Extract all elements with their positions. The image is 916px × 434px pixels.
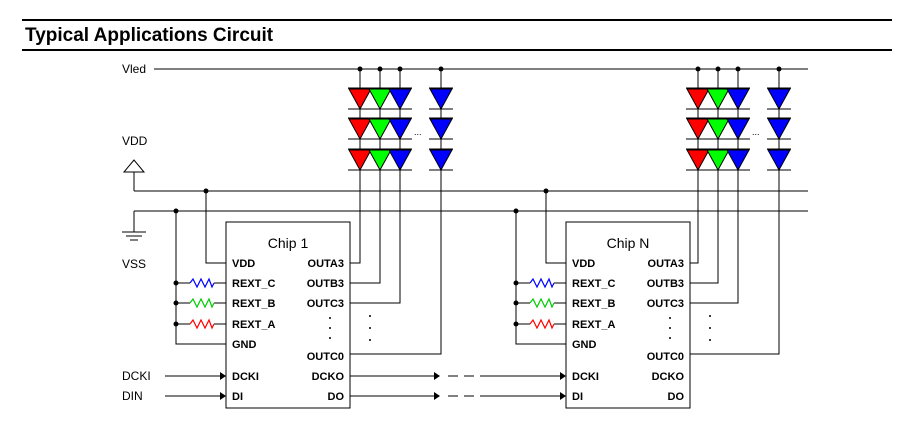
chip-1-led-column-2: [368, 69, 392, 172]
dcki-input-label: DCKI: [122, 369, 151, 383]
chip-n-led-red-1: [686, 87, 710, 111]
chip-n-pin-rext-a: REXT_A: [572, 319, 615, 331]
chip-1-pin-rext-a: REXT_A: [232, 319, 275, 331]
chip-n-pin-outa3: OUTA3: [648, 258, 684, 270]
led-ellipsis-chip-n: ...: [752, 127, 760, 137]
chip-n-pin-do: DO: [668, 391, 685, 403]
chip-n: Chip N VDD REXT_C REXT_B REXT_A GND DCKI…: [565, 221, 691, 409]
chip-n-led-column-3: [726, 69, 750, 172]
chip-1-pin-vdd: VDD: [232, 258, 255, 270]
chip-1-pin-outb3: OUTB3: [307, 278, 344, 290]
led-arrays: [348, 69, 791, 172]
chip-n-led-green-2: [706, 117, 730, 141]
chip-1-inner-dots: [329, 317, 331, 339]
chip-n-pin-dcki: DCKI: [572, 371, 599, 383]
chip-1-led-column-1: [348, 69, 372, 172]
din-input-arrow: [220, 392, 226, 400]
chip-n-led-blue-3: [726, 148, 750, 172]
chip-n-led-column-2: [706, 69, 730, 172]
chip-1-junctions: [173, 66, 444, 327]
chip-n-body: [565, 221, 691, 409]
chip-1-pin-rext-b: REXT_B: [232, 298, 275, 310]
chip-1-body: [225, 221, 351, 409]
chip-n-pin-rext-c: REXT_C: [572, 278, 615, 290]
dcki-input-arrow: [220, 372, 226, 380]
chip-1-led-column-4: [429, 69, 453, 172]
chip-n-led-blue-2: [726, 117, 750, 141]
chip-1-led-red-3: [348, 148, 372, 172]
chip-n-pin-di: DI: [572, 391, 583, 403]
chip-1-led-green-1: [368, 87, 392, 111]
chip-1-pin-dcki: DCKI: [232, 371, 259, 383]
chip-n-resistors: [529, 277, 555, 330]
chip-1-wiring: [175, 170, 442, 355]
chip-1-led-blue-2: [388, 117, 412, 141]
chip-1-pin-gnd: GND: [232, 339, 257, 351]
chip-n-led-blue-1: [767, 87, 791, 111]
din-input-label: DIN: [122, 389, 143, 403]
chip-n-led-blue-3: [767, 148, 791, 172]
chip-1-led-red-2: [348, 117, 372, 141]
chip-1-led-red-1: [348, 87, 372, 111]
chip-1: Chip 1 VDD REXT_C REXT_B REXT_A GND DCKI…: [225, 221, 351, 409]
chip-n-led-column-1: [686, 69, 710, 172]
chip-n-pin-dcko: DCKO: [652, 371, 685, 383]
ground-symbol: [122, 231, 146, 241]
chip-1-led-blue-2: [429, 117, 453, 141]
chip-n-led-green-3: [706, 148, 730, 172]
chip-n-title: Chip N: [607, 235, 650, 251]
vled-label: Vled: [122, 62, 146, 76]
chip-1-led-green-2: [368, 117, 392, 141]
chip-n-led-green-1: [706, 87, 730, 111]
chip-n-pin-gnd: GND: [572, 339, 597, 351]
chip-1-pin-dcko: DCKO: [312, 371, 345, 383]
chip-1-led-blue-1: [388, 87, 412, 111]
section-title: Typical Applications Circuit: [25, 25, 274, 46]
led-ellipsis-chip-1: ...: [414, 127, 422, 137]
chip-1-pin-rext-c: REXT_C: [232, 278, 275, 290]
chip-1-led-blue-1: [429, 87, 453, 111]
chip-n-led-red-2: [686, 117, 710, 141]
vdd-label: VDD: [122, 134, 148, 148]
chip-n-pin-rext-b: REXT_B: [572, 298, 615, 310]
vss-label: VSS: [122, 257, 146, 271]
header-bottom-rule: [22, 49, 892, 51]
chip-1-led-blue-3: [429, 148, 453, 172]
chip-chain-do-arrow-1: [434, 392, 440, 400]
chip-n-led-blue-1: [726, 87, 750, 111]
chip-1-external-dots: [369, 315, 371, 341]
chip-1-pin-outc0: OUTC0: [307, 351, 344, 363]
chip-n-pin-outc3: OUTC3: [647, 298, 684, 310]
chip-chain-dcko-arrow-1: [434, 372, 440, 380]
chip-n-led-blue-2: [767, 117, 791, 141]
chip-n-pin-outc0: OUTC0: [647, 351, 684, 363]
chip-1-title: Chip 1: [268, 235, 309, 251]
chip-1-pin-do: DO: [328, 391, 345, 403]
chip-1-led-column-3: [388, 69, 412, 172]
chip-n-external-dots: [709, 315, 711, 341]
chip-chain-dcko-arrow-2: [560, 372, 566, 380]
chip-1-led-green-3: [368, 148, 392, 172]
vdd-supply-symbol: [122, 159, 146, 173]
chip-n-led-red-3: [686, 148, 710, 172]
chip-n-pin-vdd: VDD: [572, 258, 595, 270]
chip-1-pin-outa3: OUTA3: [308, 258, 344, 270]
chip-n-pin-outb3: OUTB3: [647, 278, 684, 290]
chip-n-led-column-4: [767, 69, 791, 172]
chip-1-pin-outc3: OUTC3: [307, 298, 344, 310]
chip-1-pin-di: DI: [232, 391, 243, 403]
chip-chain-do-arrow-2: [560, 392, 566, 400]
chip-1-resistors: [189, 277, 215, 330]
chip-n-inner-dots: [669, 317, 671, 339]
header-top-rule: [22, 19, 892, 21]
chip-1-led-blue-3: [388, 148, 412, 172]
